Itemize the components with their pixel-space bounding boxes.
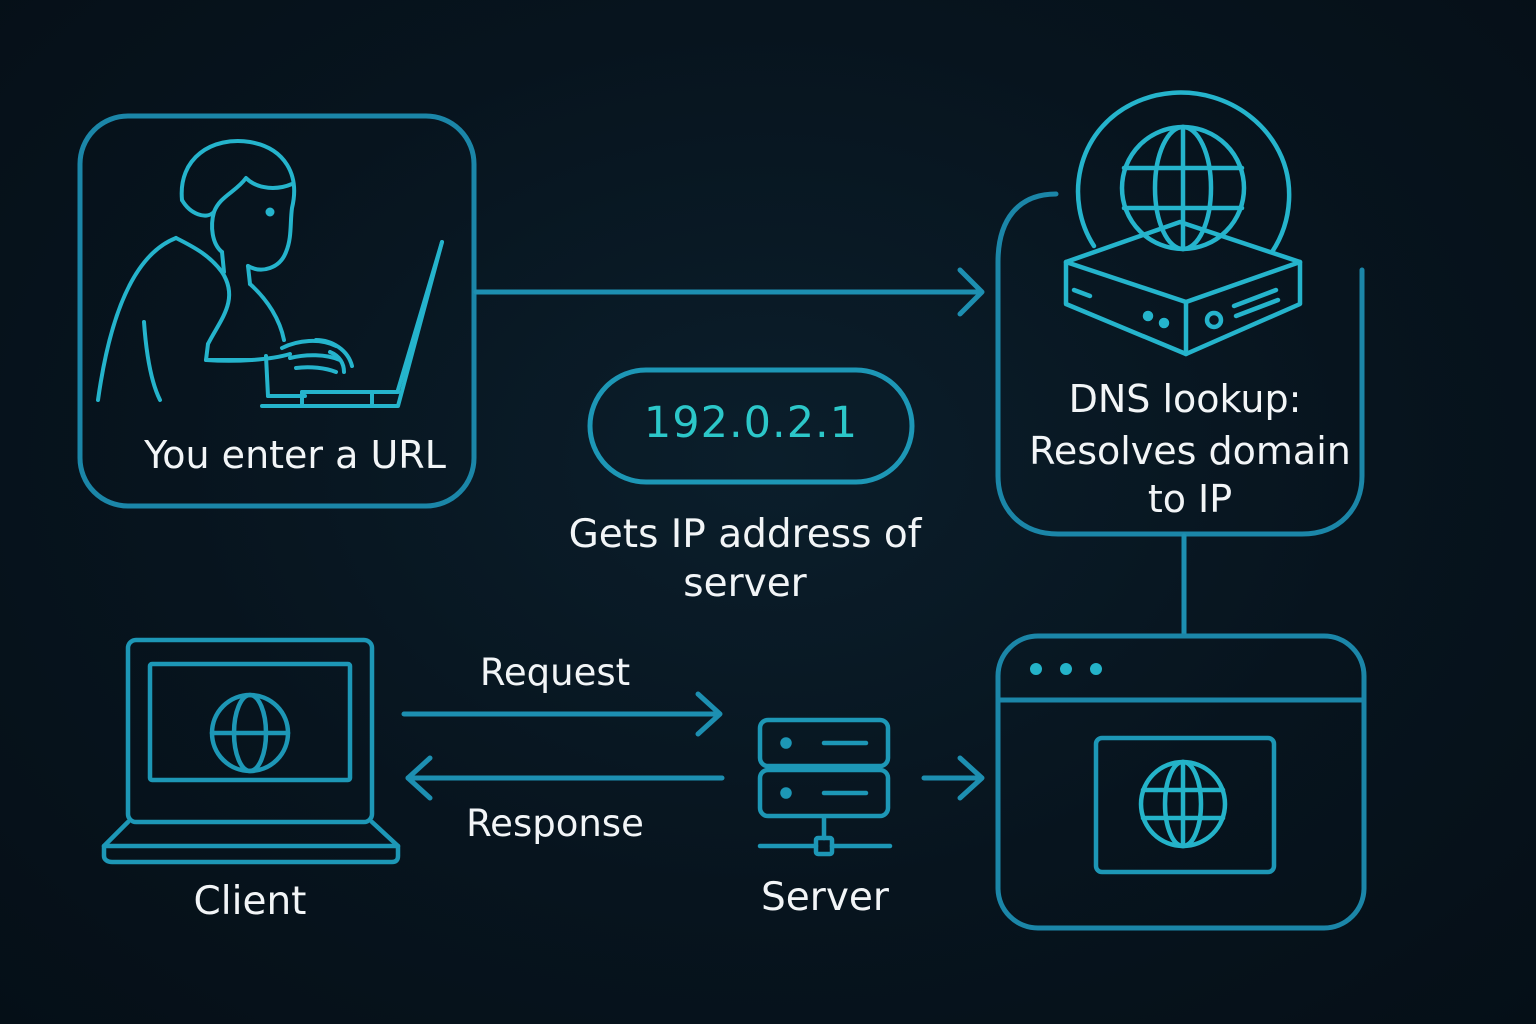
person-typing-on-laptop-icon [96,139,444,408]
response-label: Response [466,802,644,845]
server-label: Server [761,875,889,920]
user-label: You enter a URL [144,433,446,477]
dns-box [995,191,1365,537]
browser-window-globe-icon [995,633,1367,931]
dns-title: DNS lookup: [1068,377,1302,421]
user-node [77,113,477,509]
client-label: Client [193,879,307,924]
request-arrow [401,691,723,737]
arrow-user-to-dns [473,267,985,317]
laptop-globe-icon [101,637,401,865]
arrow-server-to-browser [921,755,985,801]
ip-address: 192.0.2.1 [643,398,859,448]
server-stack-icon [757,717,893,857]
dns-description-line2: to IP [1147,477,1233,521]
dns-node [995,90,1365,537]
dns-description-line1: Resolves domain [1029,429,1351,473]
ip-caption: Gets IP address of server [568,512,922,607]
ip-pill [587,367,915,485]
request-label: Request [479,651,631,694]
response-arrow [405,755,725,801]
globe-server-icon [1063,90,1303,357]
user-box [77,113,477,509]
